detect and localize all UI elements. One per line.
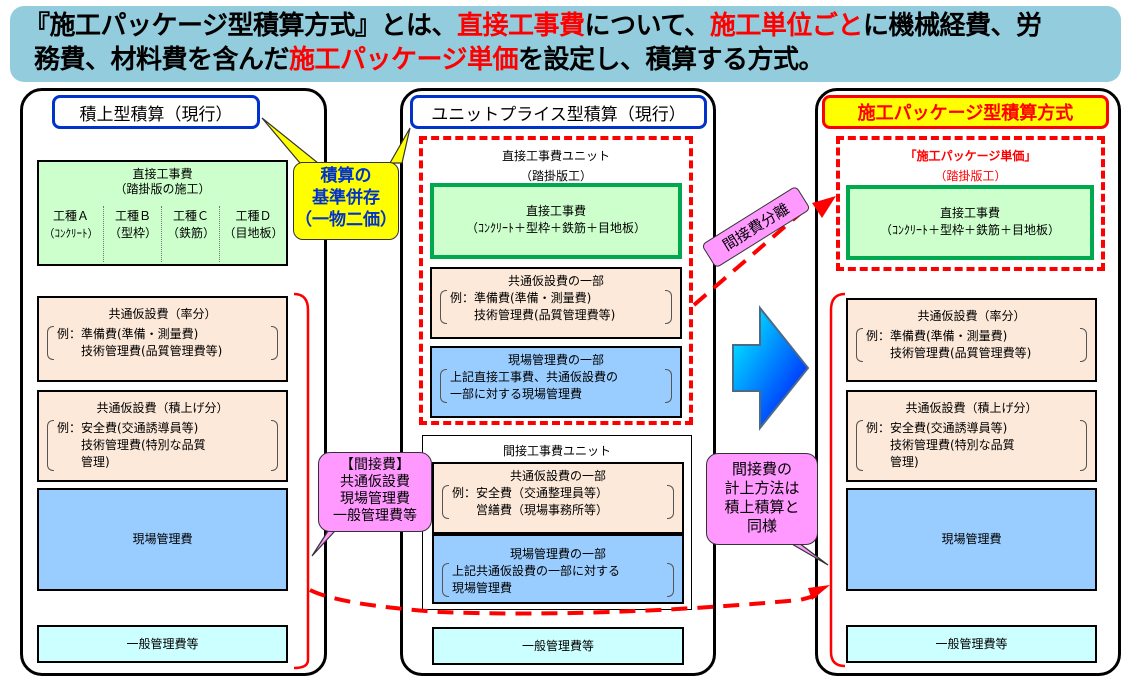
left-title: 積上型積算（現行） (52, 95, 260, 129)
header-highlight-text: 直接工事費 (456, 11, 585, 41)
same-method-callout: 間接費の 計上方法は 積上積算と 同様 (706, 453, 818, 545)
indirect-site-part-detail: 上記共通仮設費の一部に対する現場管理費 (442, 563, 674, 597)
left-general-mgmt-box: 一般管理費等 (37, 625, 288, 663)
left-direct-title: 直接工事費 (132, 167, 193, 181)
left-common-stack-detail: 例：安全費(交通誘導員等) 技術管理費(特別な品質 管理) (47, 420, 278, 471)
middle-common-part-detail: 例：準備費(準備・測量費) 技術管理費(品質管理費等) (440, 290, 672, 324)
header-text: について、 (584, 11, 711, 41)
indirect-common-part-title: 共通仮設費の一部 (509, 469, 606, 483)
left-site-mgmt-text: 現場管理費 (132, 532, 193, 546)
package-title: 「施工パッケージ単価」 (904, 149, 1037, 163)
separation-label: 間接費分離 (701, 185, 811, 269)
middle-general-mgmt-text: 一般管理費等 (521, 638, 594, 653)
right-common-rate-title: 共通仮設費（率分） (917, 309, 1026, 323)
left-direct-subtitle: （踏掛版の施工） (114, 182, 211, 196)
indirect-unit-title: 間接工事費ユニット (502, 444, 611, 458)
indirect-site-part-box: 現場管理費の一部 上記共通仮設費の一部に対する現場管理費 (432, 534, 684, 604)
direct-unit-subtitle: （踏掛版工） (519, 169, 592, 183)
right-common-rate-box: 共通仮設費（率分） 例：準備費(準備・測量費) 技術管理費(品質管理費等) (846, 298, 1097, 382)
left-common-rate-title: 共通仮設費（率分） (108, 307, 217, 321)
left-common-rate-detail: 例：準備費(準備・測量費) 技術管理費(品質管理費等) (47, 326, 278, 360)
header-line-2: 務費、材料費を含んだ施工パッケージ単価を設定し、積算する方式。 (34, 44, 825, 77)
indirect-cost-callout: 【間接費】 共通仮設費 現場管理費 一般管理費等 (318, 452, 432, 532)
middle-common-part-title: 共通仮設費の一部 (507, 274, 604, 288)
right-common-stack-detail: 例：安全費(交通誘導員等) 技術管理費(特別な品質 管理) (856, 420, 1087, 471)
left-common-stack-title: 共通仮設費（積上げ分） (96, 401, 229, 415)
indirect-site-part-title: 現場管理費の一部 (509, 547, 606, 561)
header-banner: 『施工パッケージ型積算方式』とは、直接工事費について、施工単位ごとに機械経費、労… (10, 6, 1121, 82)
middle-common-part-box: 共通仮設費の一部 例：準備費(準備・測量費) 技術管理費(品質管理費等) (430, 267, 682, 339)
work-type-b: 工種Ｂ（型枠） (103, 206, 162, 262)
work-type-d: 工種Ｄ（目地板） (219, 206, 287, 262)
work-type-c: 工種Ｃ（鉄筋） (161, 206, 220, 262)
right-common-stack-box: 共通仮設費（積上げ分） 例：安全費(交通誘導員等) 技術管理費(特別な品質 管理… (846, 390, 1097, 482)
middle-direct-cost-box: 直接工事費 （ｺﾝｸﾘｰﾄ＋型枠＋鉄筋＋目地板） (430, 183, 682, 259)
left-common-rate-box: 共通仮設費（率分） 例：準備費(準備・測量費) 技術管理費(品質管理費等) (37, 296, 288, 382)
work-type-a: 工種Ａ（ｺﾝｸﾘｰﾄ） (43, 209, 99, 240)
header-text: を設定し、積算する方式。 (518, 45, 825, 75)
middle-site-part-box: 現場管理費の一部 上記直接工事費、共通仮設費の一部に対する現場管理費 (430, 346, 682, 418)
middle-site-part-title: 現場管理費の一部 (507, 353, 604, 367)
left-site-mgmt-box: 現場管理費 (37, 488, 288, 591)
coexist-callout: 積算の 基準併存 （一物二価） (293, 162, 399, 240)
right-common-stack-title: 共通仮設費（積上げ分） (905, 401, 1038, 415)
middle-direct-detail: （ｺﾝｸﾘｰﾄ＋型枠＋鉄筋＋目地板） (465, 221, 646, 235)
direct-unit-title: 直接工事費ユニット (501, 149, 610, 163)
right-title: 施工パッケージ型積算方式 (822, 95, 1109, 129)
middle-general-mgmt-box: 一般管理費等 (432, 627, 684, 665)
right-direct-title: 直接工事費 (939, 206, 1000, 220)
package-subtitle: （踏掛版工） (934, 169, 1007, 183)
right-common-rate-detail: 例：準備費(準備・測量費) 技術管理費(品質管理費等) (856, 328, 1087, 362)
indirect-common-part-box: 共通仮設費の一部 例：安全費（交通整理員等） 営繕費（現場事務所等） (432, 462, 684, 534)
direct-unit-dashed-box: 直接工事費ユニット （踏掛版工） (419, 136, 693, 425)
middle-title-text: ユニットプライス型積算（現行） (431, 104, 686, 125)
left-general-mgmt-text: 一般管理費等 (126, 636, 199, 651)
right-site-mgmt-box: 現場管理費 (846, 488, 1097, 591)
left-direct-cost-box: 直接工事費 （踏掛版の施工） 工種Ａ（ｺﾝｸﾘｰﾄ） 工種Ｂ（型枠） 工種Ｃ（鉄… (37, 160, 288, 266)
left-title-text: 積上型積算（現行） (79, 104, 233, 125)
right-site-mgmt-text: 現場管理費 (941, 532, 1002, 546)
right-general-mgmt-box: 一般管理費等 (846, 625, 1097, 663)
middle-title: ユニットプライス型積算（現行） (410, 95, 707, 129)
right-direct-detail: （ｺﾝｸﾘｰﾄ＋型枠＋鉄筋＋目地板） (879, 223, 1060, 237)
right-title-text: 施工パッケージ型積算方式 (857, 103, 1074, 124)
right-general-mgmt-text: 一般管理費等 (935, 636, 1008, 651)
header-text: 務費、材料費を含んだ (34, 45, 290, 75)
header-line-1: 『施工パッケージ型積算方式』とは、直接工事費について、施工単位ごとに機械経費、労 (24, 10, 1042, 43)
header-highlight-text: 施工パッケージ単価 (289, 45, 518, 75)
package-dashed-box: 「施工パッケージ単価」 （踏掛版工） (836, 136, 1105, 271)
right-arrow-icon (732, 305, 810, 431)
left-common-stack-box: 共通仮設費（積上げ分） 例：安全費(交通誘導員等) 技術管理費(特別な品質 管理… (37, 390, 288, 482)
middle-direct-title: 直接工事費 (525, 204, 586, 218)
header-highlight-text: 施工単位ごと (709, 11, 864, 41)
header-text: に機械経費、労 (862, 11, 1042, 41)
indirect-common-part-detail: 例：安全費（交通整理員等） 営繕費（現場事務所等） (442, 485, 674, 519)
header-text: 『施工パッケージ型積算方式』とは、 (24, 11, 457, 41)
right-direct-cost-box: 直接工事費 （ｺﾝｸﾘｰﾄ＋型枠＋鉄筋＋目地板） (846, 185, 1094, 260)
middle-site-part-detail: 上記直接工事費、共通仮設費の一部に対する現場管理費 (440, 369, 672, 403)
